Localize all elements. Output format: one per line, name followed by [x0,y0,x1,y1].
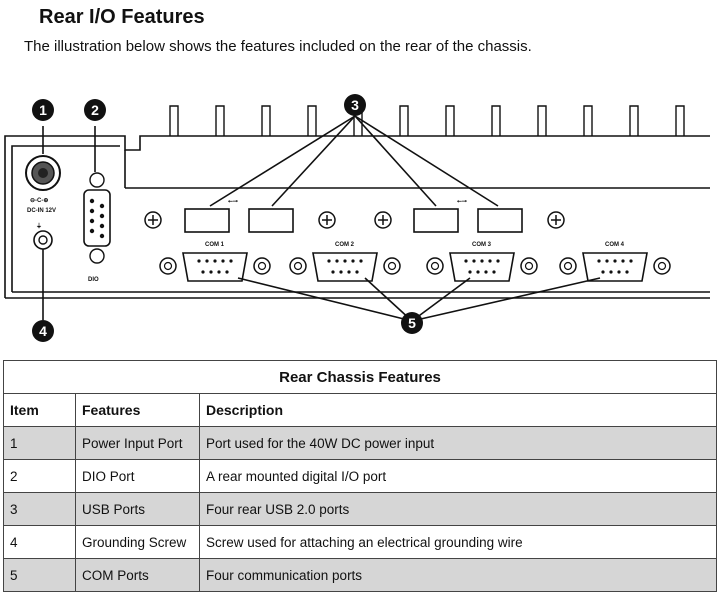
cell-item: 3 [3,492,76,526]
column-header-description: Description [199,393,717,427]
column-header-features: Features [75,393,200,427]
dio-port: DIO [83,172,111,283]
power-input-port: DC-IN 12V ⊖-C-⊕ [25,155,61,214]
cell-description: Port used for the 40W DC power input [199,426,717,460]
com-ports: COM 1 COM 2 COM 3 COM 4 [159,242,671,282]
table-row: 3 USB Ports Four rear USB 2.0 ports [3,492,717,526]
page-title: Rear I/O Features [39,6,205,28]
com-label: COM 1 [205,242,225,248]
heatsink-fins [169,105,685,136]
cell-description: Four communication ports [199,558,717,592]
screw-icon [547,211,565,229]
cell-description: Four rear USB 2.0 ports [199,492,717,526]
svg-text:1: 1 [39,102,47,118]
callout-4: 4 [32,320,54,342]
leader-lines [42,115,601,322]
usb-icon: ⭠⊸ [228,199,238,205]
table-row: 5 COM Ports Four communication ports [3,558,717,592]
screw-icon [318,211,336,229]
cell-feature: USB Ports [75,492,200,526]
column-header-item: Item [3,393,76,427]
cell-feature: COM Ports [75,558,200,592]
com-label: COM 2 [335,242,355,248]
mounting-screws [144,211,565,229]
rear-chassis-features-table: Rear Chassis Features Item Features Desc… [3,360,717,592]
cell-item: 4 [3,525,76,559]
com-label: COM 4 [605,242,625,248]
com-port-2: COM 2 [289,242,401,282]
intro-text: The illustration below shows the feature… [24,38,532,55]
cell-item: 1 [3,426,76,460]
com-port-3: COM 3 [426,242,538,282]
screw-icon [144,211,162,229]
callout-3: 3 [344,94,366,116]
dc-in-label: DC-IN 12V [27,208,56,214]
svg-text:2: 2 [91,102,99,118]
cell-feature: Grounding Screw [75,525,200,559]
cell-description: Screw used for attaching an electrical g… [199,525,717,559]
cell-item: 5 [3,558,76,592]
callout-2: 2 [84,99,106,121]
table-row: 2 DIO Port A rear mounted digital I/O po… [3,459,717,493]
com-port-1: COM 1 [159,242,271,282]
cell-description: A rear mounted digital I/O port [199,459,717,493]
svg-text:5: 5 [408,315,416,331]
chassis-outline [4,135,710,299]
ground-icon: ⏚ [36,223,42,230]
table-row: 4 Grounding Screw Screw used for attachi… [3,525,717,559]
cell-item: 2 [3,459,76,493]
svg-text:4: 4 [39,323,47,339]
usb-ports: ⭠⊸ ⭠⊸ [184,199,523,233]
cell-feature: Power Input Port [75,426,200,460]
callout-5: 5 [401,312,423,334]
dio-label: DIO [88,277,99,283]
com-port-4: COM 4 [559,242,671,282]
usb-icon: ⭠⊸ [457,199,467,205]
table-row: 1 Power Input Port Port used for the 40W… [3,426,717,460]
callout-1: 1 [32,99,54,121]
com-label: COM 3 [472,242,492,248]
table-caption: Rear Chassis Features [3,360,717,394]
svg-text:3: 3 [351,97,359,113]
dc-polarity-icon: ⊖-C-⊕ [30,198,48,204]
grounding-screw: ⏚ [33,223,53,250]
screw-icon [374,211,392,229]
cell-feature: DIO Port [75,459,200,493]
